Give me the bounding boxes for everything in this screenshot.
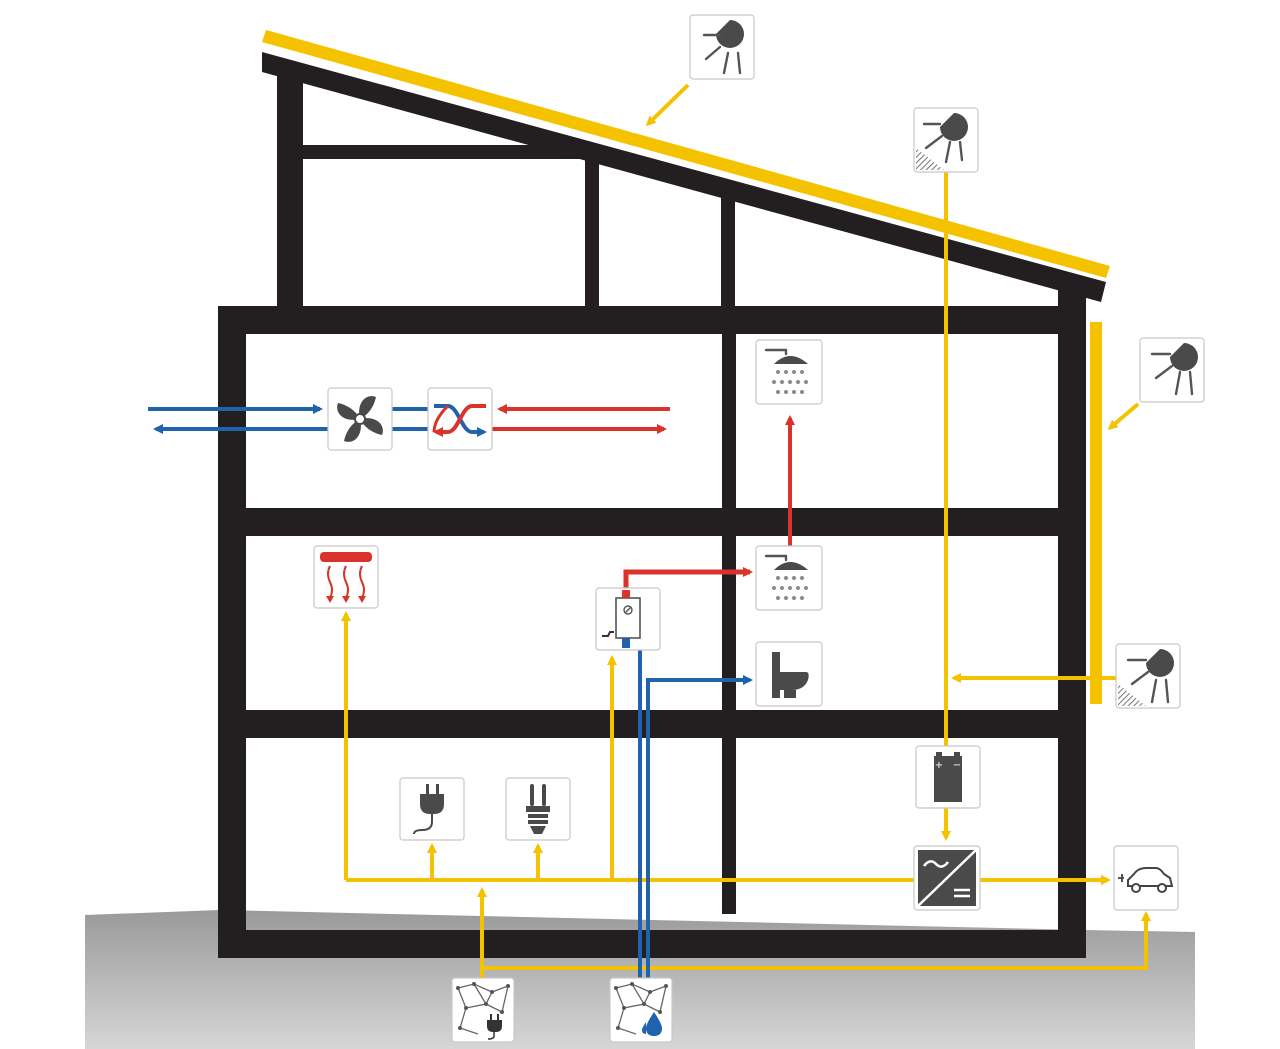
interior-wall-mid <box>722 536 736 712</box>
water-heater-icon <box>595 587 661 651</box>
building-structure <box>218 52 1106 958</box>
attic-post-left <box>277 68 303 308</box>
inverter-icon <box>913 845 981 911</box>
flow-lines <box>148 83 1151 988</box>
light-bulb-icon <box>505 777 571 841</box>
ventilation-fan-icon <box>327 387 393 451</box>
shower-middle-icon <box>755 545 823 611</box>
sun-to-roof-arrow <box>645 83 690 127</box>
heat-exchanger-icon <box>427 387 493 451</box>
attic-post-right <box>721 190 735 308</box>
grid-electricity-icon <box>451 977 515 1043</box>
battery-icon: + − <box>915 745 981 809</box>
floor-slab-lower <box>246 710 1058 738</box>
sun-to-facade-arrow <box>1107 402 1140 430</box>
svg-text:−: − <box>953 760 961 771</box>
roof-rafter <box>262 52 1106 302</box>
radiant-heater-icon <box>313 545 379 609</box>
interior-wall-top <box>722 334 736 510</box>
grid-water-icon <box>609 977 673 1043</box>
attic-post-center <box>585 155 599 308</box>
sun-roof-solar-icon <box>689 14 755 80</box>
roof-solar-panel <box>262 30 1110 278</box>
power-plug-icon <box>399 777 465 841</box>
svg-text:+: + <box>935 760 943 771</box>
toilet-icon <box>755 641 823 707</box>
sun-facade-solar-icon <box>1139 337 1205 403</box>
sun-shaded-facade-icon <box>1115 643 1181 709</box>
floor-slab-upper <box>246 508 1058 536</box>
water-to-toilet-line <box>646 675 753 988</box>
shower-upper-icon <box>755 339 823 405</box>
electric-car-icon <box>1113 845 1179 911</box>
sun-shaded-solar-icon <box>913 107 979 173</box>
grid-to-car-line <box>482 911 1151 970</box>
attic-beam <box>277 145 587 159</box>
roof-solar-panel-edge <box>263 43 1108 281</box>
interior-wall-bottom <box>722 738 736 914</box>
facade-solar-panel <box>1090 322 1102 704</box>
